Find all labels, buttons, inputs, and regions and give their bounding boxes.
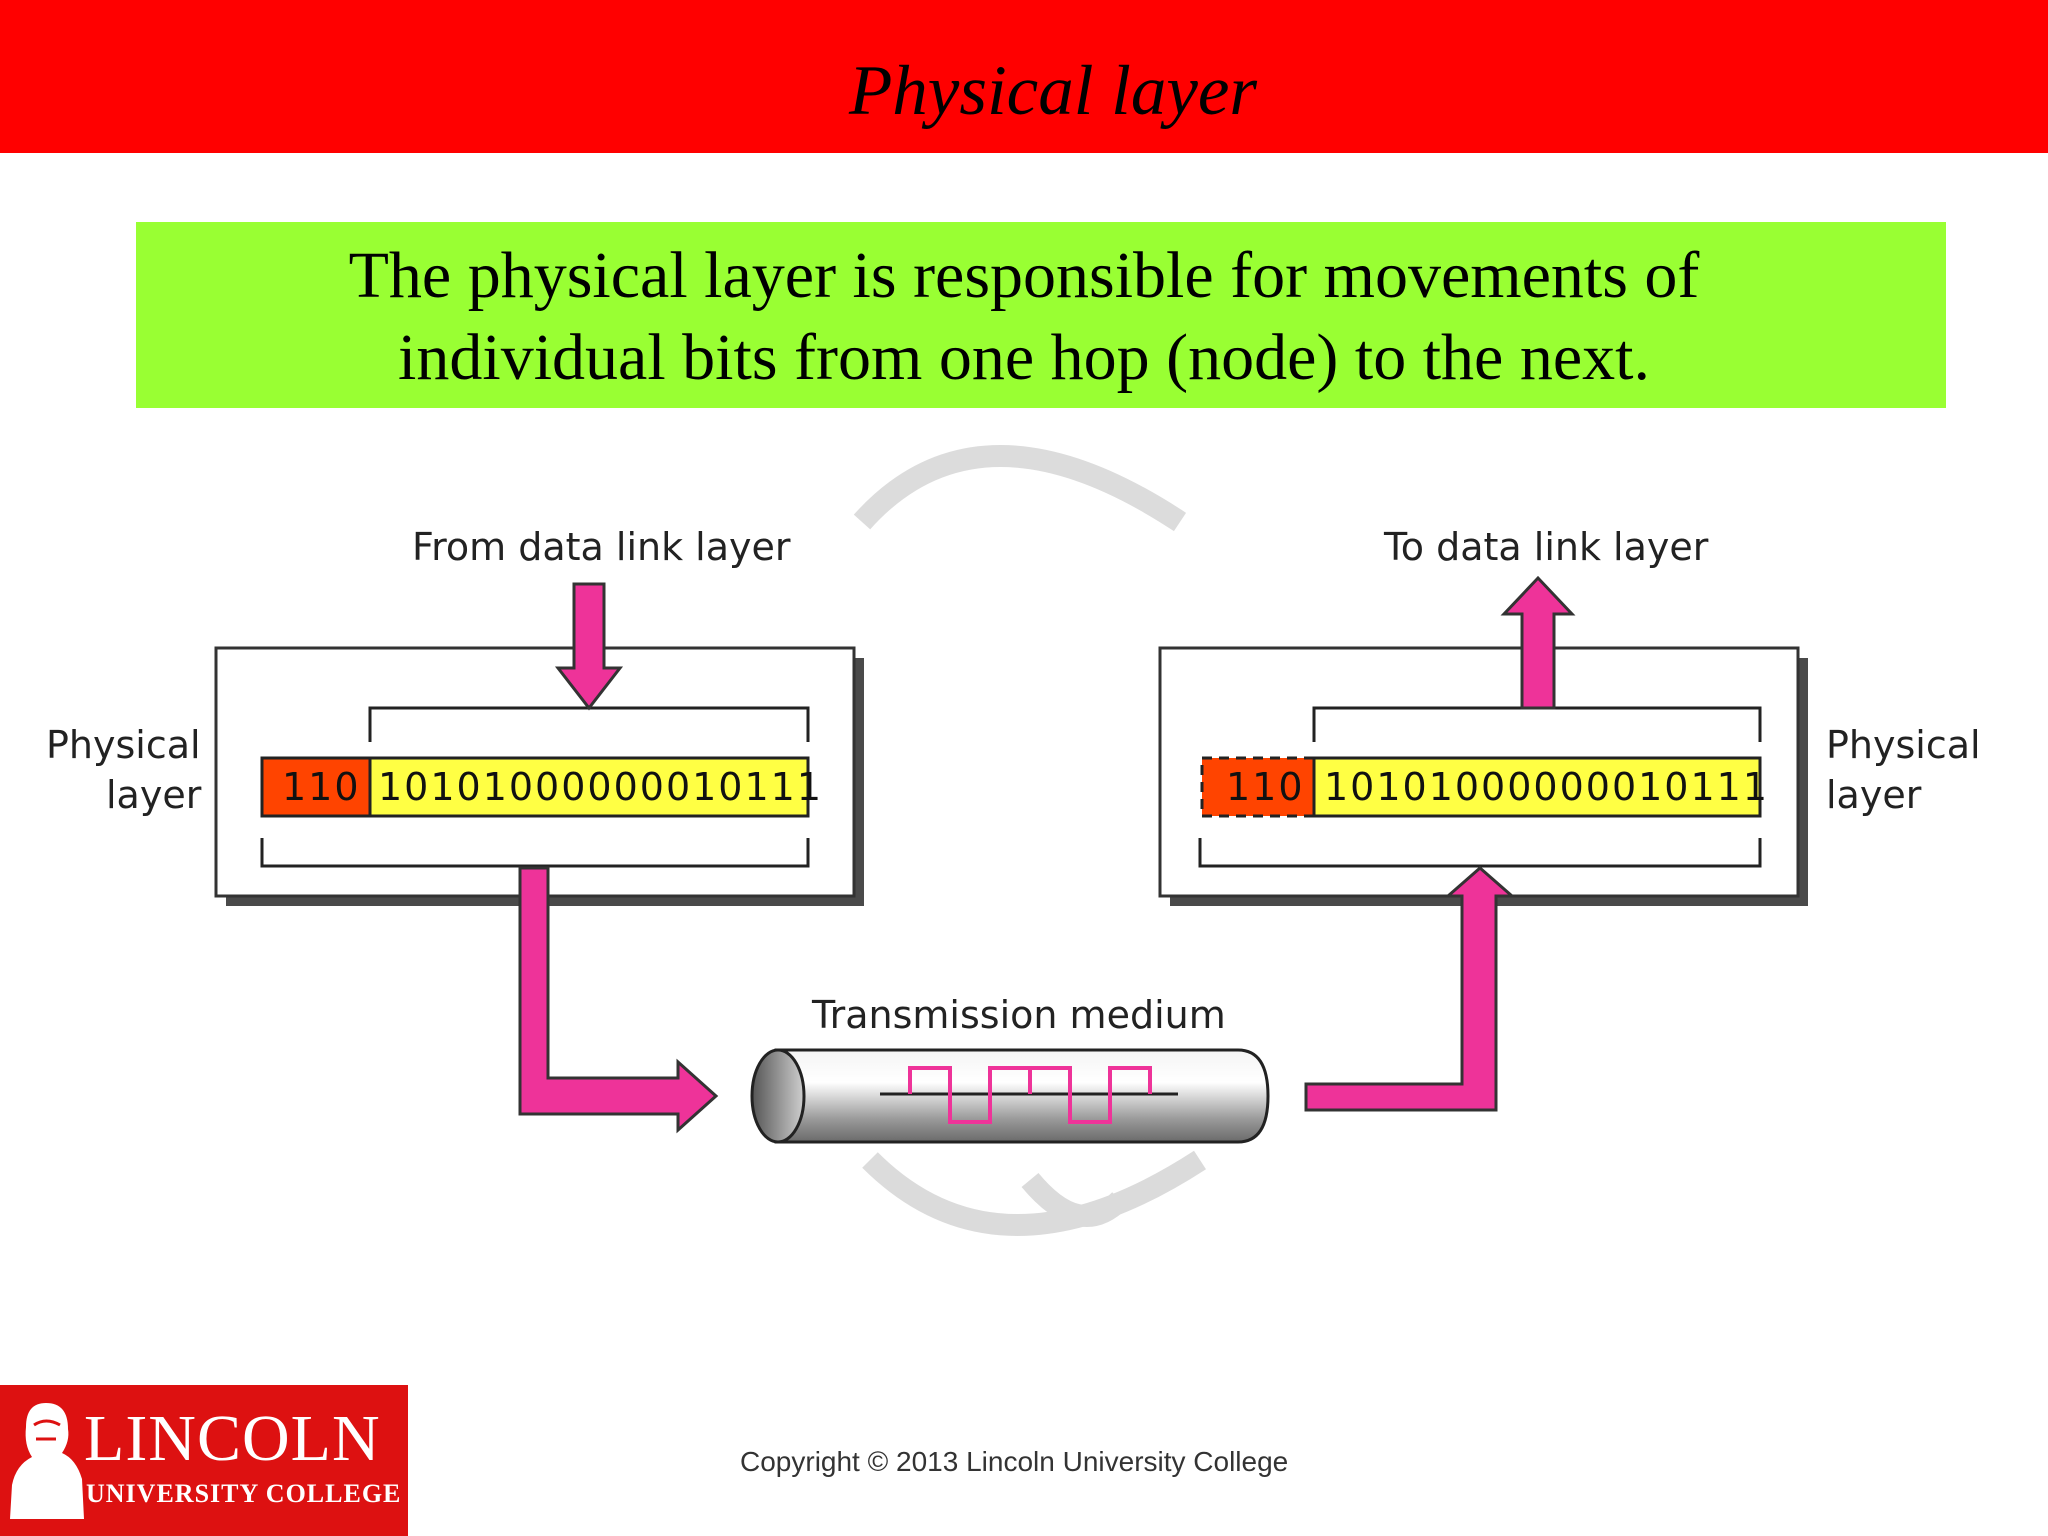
logo-title: LINCOLN (84, 1402, 381, 1475)
arrow-down-into-sender (554, 582, 624, 711)
sender-physical-layer-box (214, 646, 864, 906)
arrow-medium-to-receiver (1304, 866, 1516, 1112)
to-data-link-layer-label: To data link layer (1384, 525, 1709, 569)
sender-physical-label-line2: layer (106, 773, 202, 817)
globe-watermark (853, 445, 1206, 1236)
receiver-physical-label-line1: Physical (1826, 723, 1981, 767)
lincoln-logo (0, 1385, 408, 1536)
description-line-2: individual bits from one hop (node) to t… (398, 321, 1650, 394)
slide-title: Physical layer (848, 52, 1258, 130)
transmission-medium-label: Transmission medium (812, 993, 1226, 1037)
logo-subtitle: UNIVERSITY COLLEGE (86, 1479, 402, 1508)
sender-header-bits: 110 (282, 765, 361, 809)
lincoln-bust-icon (10, 1403, 84, 1519)
arrow-up-out-of-receiver (1500, 575, 1576, 710)
title-bar (0, 0, 2048, 153)
arrow-sender-to-medium (518, 866, 719, 1134)
copyright-notice: Copyright © 2013 Lincoln University Coll… (740, 1446, 1289, 1477)
receiver-physical-layer-box (1158, 646, 1808, 906)
sender-data-bits: 10101000000010111 (378, 765, 824, 809)
description-box (136, 222, 1946, 408)
description-line-1: The physical layer is responsible for mo… (348, 239, 1700, 312)
transmission-medium-cable (750, 1048, 1270, 1144)
receiver-data-bits: 10101000000010111 (1324, 765, 1770, 809)
sender-physical-label-line1: Physical (46, 723, 201, 767)
from-data-link-layer-label: From data link layer (412, 525, 791, 569)
receiver-header-bits: 110 (1226, 765, 1305, 809)
receiver-physical-label-line2: layer (1826, 773, 1922, 817)
